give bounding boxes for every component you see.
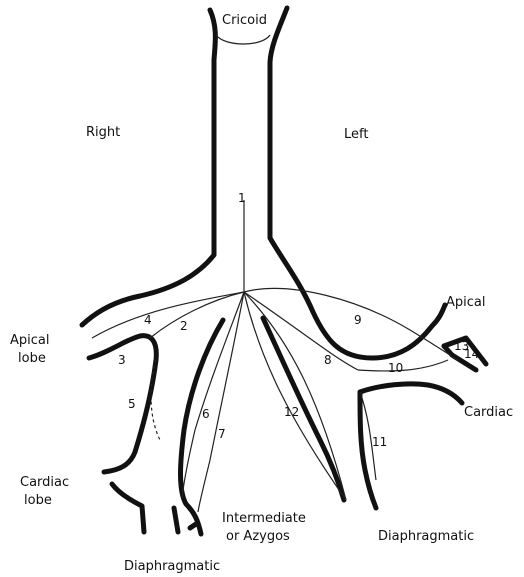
number-2: 2	[180, 319, 188, 333]
number-4: 4	[144, 313, 152, 327]
label-diaphragmatic-left: Diaphragmatic	[124, 559, 220, 574]
left-cardiac-bronchus	[360, 384, 462, 403]
number-1: 1	[238, 191, 246, 205]
label-cardiac-lobe-1: Cardiac	[20, 475, 69, 490]
label-intermediate-2: or Azygos	[226, 529, 290, 544]
number-5: 5	[128, 397, 136, 411]
number-3: 3	[118, 353, 126, 367]
label-diaphragmatic-right: Diaphragmatic	[378, 529, 474, 544]
number-14: 14	[464, 347, 479, 361]
number-8: 8	[324, 353, 332, 367]
label-apical: Apical	[446, 295, 485, 310]
number-12: 12	[284, 405, 299, 419]
number-9: 9	[354, 313, 362, 327]
trachea-right-wall	[82, 10, 215, 325]
number-7: 7	[218, 427, 226, 441]
label-cricoid: Cricoid	[222, 13, 267, 28]
right-intermediate-tip	[190, 524, 196, 528]
label-apical-lobe-2: lobe	[18, 351, 46, 366]
number-6: 6	[202, 407, 210, 421]
label-left: Left	[344, 127, 368, 142]
label-cardiac-lobe-2: lobe	[24, 493, 52, 508]
label-cardiac: Cardiac	[464, 405, 513, 420]
number-11: 11	[372, 435, 387, 449]
right-intermediate-inner	[174, 508, 178, 532]
label-right: Right	[86, 125, 120, 140]
left-lower-lobe-wall	[360, 392, 376, 508]
cricoid-ring	[216, 35, 270, 44]
number-10: 10	[388, 361, 403, 375]
label-apical-lobe-1: Apical	[10, 333, 49, 348]
label-intermediate-1: Intermediate	[222, 511, 306, 526]
right-cardiac-branch	[112, 484, 144, 532]
